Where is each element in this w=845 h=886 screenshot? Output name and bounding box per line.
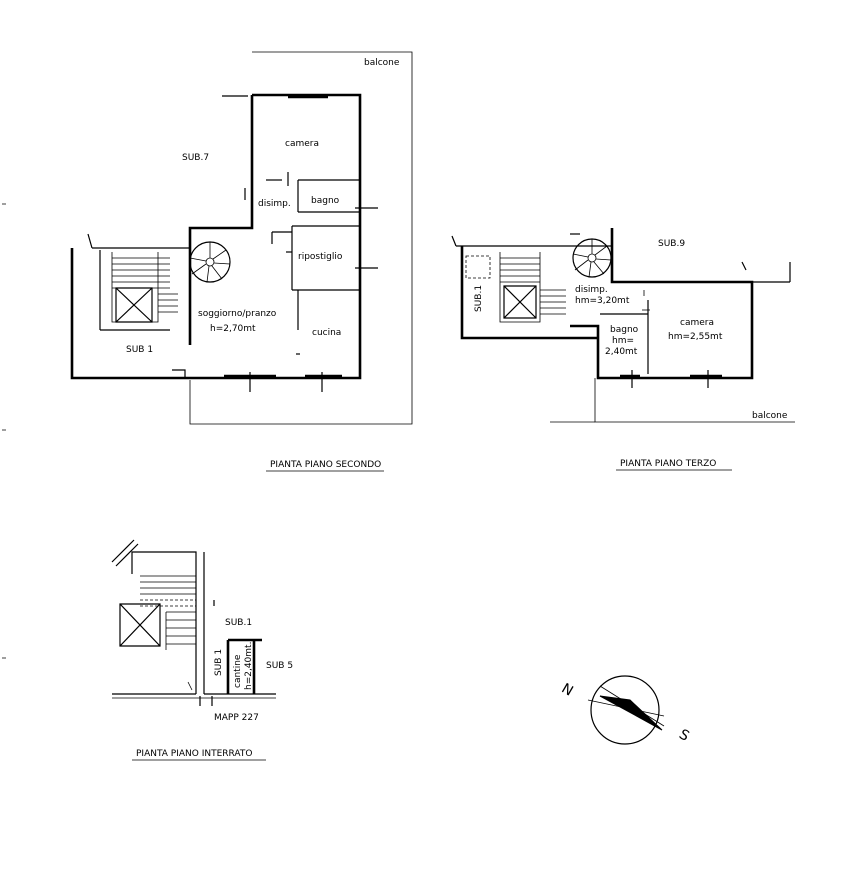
label-sub9: SUB.9 [658,239,685,249]
label-mapp: MAPP 227 [214,713,259,723]
label-sub7: SUB.7 [182,153,209,163]
label-sub5: SUB 5 [266,661,293,671]
title-second-floor: PIANTA PIANO SECONDO [270,460,381,470]
basement-plan: SUB.1 SUB 1 cantine h=2,40mt. SUB 5 MAPP… [111,539,293,761]
label-cucina: cucina [312,328,341,338]
compass-needle [599,695,663,731]
window-ticks [249,372,323,392]
title-third-floor: PIANTA PIANO TERZO [620,459,716,469]
basement-elevator [119,603,161,647]
label-disimp-height: hm=3,20mt [575,296,630,306]
label-disimp-2: disimp. [258,199,291,209]
apartment-outer-wall [190,93,362,380]
spiral-staircase-3 [572,238,612,278]
label-sub1-2: SUB 1 [126,345,153,355]
label-sub1-basement-side: SUB 1 [214,649,224,676]
label-balcone-3: balcone [752,411,788,421]
balcony-outline [189,51,413,425]
label-bagno-hm: hm= [612,336,634,346]
label-height-2: h=2,70mt [210,324,256,334]
compass-south: S [676,726,692,744]
east-tick-3 [741,261,747,271]
second-floor-sub1-block [70,233,190,380]
label-soggiorno: soggiorno/pranzo [198,309,277,319]
label-bagno-height: 2,40mt [605,347,638,357]
label-ripostiglio: ripostiglio [298,252,343,262]
third-floor-plan: SUB.9 SUB.1 disimp. hm=3,20mt bagno hm= … [451,228,795,471]
apartment-outer-wall-3 [570,228,754,380]
label-sub1-basement-top: SUB.1 [225,618,252,628]
label-sub1-3: SUB.1 [474,285,484,312]
basement-wall-top [131,551,197,694]
window-ticks-3 [631,370,709,388]
apartment-west-wall [188,95,254,345]
east-wall-3 [752,262,791,283]
basement-small-tick [187,681,193,691]
compass-north: N [559,681,576,700]
label-camera-2: camera [285,139,319,149]
compass-rose: N S [559,675,692,745]
label-cantine: cantine [233,654,243,688]
bagno-walls [297,179,360,213]
label-bagno-2: bagno [311,196,340,206]
label-disimp-3: disimp. [575,285,608,295]
label-camera-height: hm=2,55mt [668,332,723,342]
label-cantine-height: h=2,40mt. [244,642,254,690]
label-camera-3: camera [680,318,714,328]
third-floor-sub1-block [451,233,612,340]
margin-ticks [2,203,6,659]
ripostiglio-walls [272,225,360,291]
title-basement: PIANTA PIANO INTERRATO [136,749,252,759]
cantine-walls [226,638,262,694]
spiral-staircase [189,241,231,283]
label-balcone-2: balcone [364,58,400,68]
bagno-walls-3 [600,300,649,374]
compass-circle [590,675,660,745]
label-bagno-3: bagno [610,325,639,335]
mapp-ticks [199,696,213,706]
second-floor-plan: balcone SUB.7 camera disimp. bagno ripos… [70,51,413,472]
hatch-mark [111,539,139,567]
